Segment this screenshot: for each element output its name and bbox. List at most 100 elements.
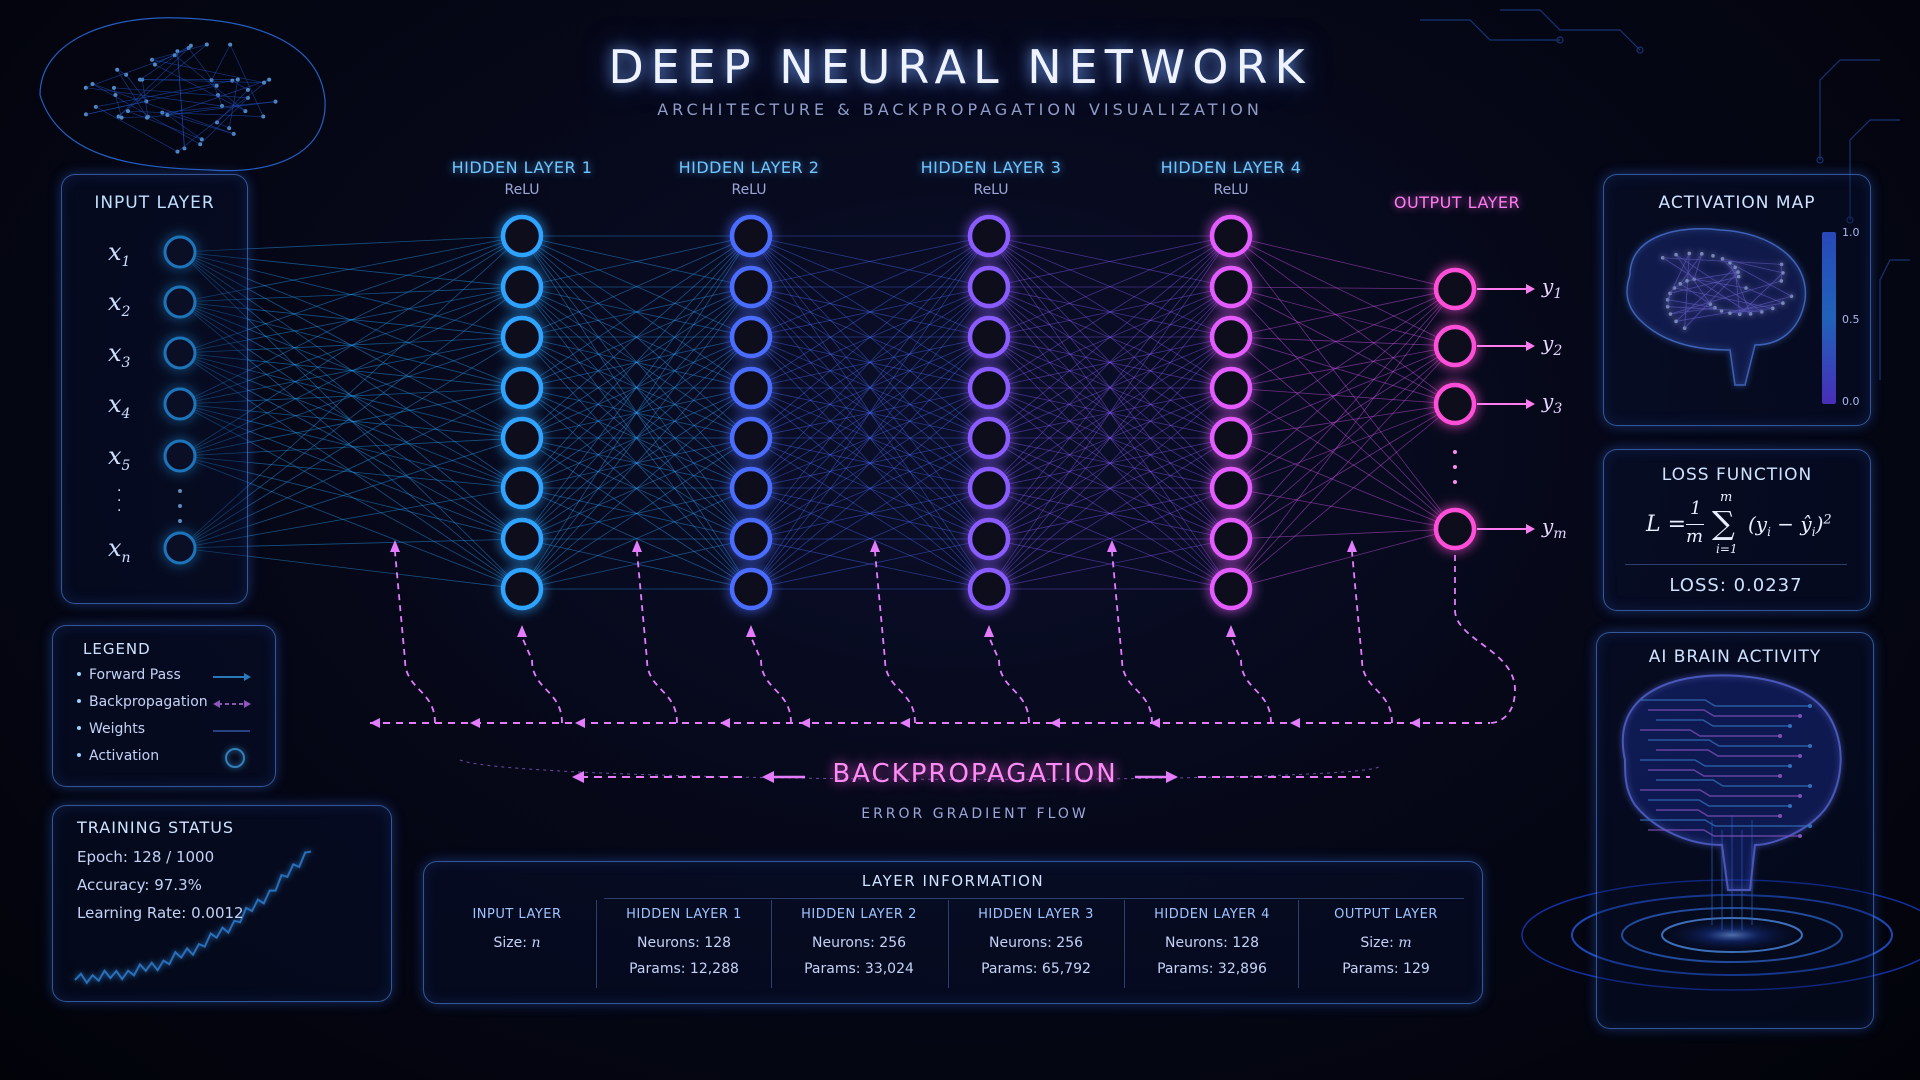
hidden2-neuron — [729, 366, 773, 410]
output-variable: y3 — [1542, 389, 1562, 417]
formula-term-sub: i — [1767, 525, 1771, 539]
weight-edge — [179, 301, 523, 489]
formula-term-sub2: i — [1811, 525, 1816, 539]
weight-edge — [521, 336, 752, 590]
weight-edge — [179, 336, 523, 405]
hidden-layer-1-activation: ReLU — [504, 182, 540, 198]
backprop-main-arrowhead — [370, 718, 380, 728]
backprop-label: BACKPROPAGATION — [832, 759, 1118, 789]
variable-subscript: 2 — [121, 303, 131, 320]
weight-edge — [750, 235, 990, 288]
weight-edge — [179, 251, 523, 389]
variable-base: x — [108, 534, 122, 562]
hidden3-neuron — [967, 214, 1011, 258]
layer-info-line2: Params: 129 — [1342, 961, 1430, 977]
hidden2-neuron — [729, 315, 773, 359]
backprop-lower-arc — [459, 759, 1381, 780]
weight-edge — [521, 235, 752, 338]
weight-edge — [988, 336, 1232, 489]
formula-sum-bottom: i=1 — [1716, 542, 1738, 556]
weight-edge — [521, 235, 752, 590]
hidden4-neuron — [1209, 265, 1253, 309]
weight-edge — [750, 286, 990, 439]
weight-edge — [750, 286, 990, 540]
weight-edge — [179, 403, 523, 489]
hidden2-neuron — [729, 214, 773, 258]
weight-edge — [521, 235, 752, 439]
backprop-riser-arrowhead — [1226, 625, 1236, 637]
weight-edge — [179, 437, 523, 457]
weight-edge — [988, 437, 1232, 590]
weight-edge — [750, 387, 990, 489]
input-layer-title: INPUT LAYER — [94, 193, 215, 213]
backprop-chevron — [1410, 718, 1420, 728]
variable-base: y — [1542, 274, 1554, 298]
weight-edge — [521, 235, 752, 489]
backprop-right-arrow-head — [1166, 771, 1178, 783]
layer-info-line2: Params: 33,024 — [804, 961, 914, 977]
weight-edge — [988, 286, 1232, 540]
weight-edge — [179, 352, 523, 439]
weight-edge — [1230, 345, 1456, 489]
backprop-chevron — [470, 718, 480, 728]
formula-lhs: L = — [1646, 512, 1687, 537]
weight-edge — [1230, 437, 1456, 530]
activation-map-title: ACTIVATION MAP — [1658, 193, 1816, 213]
ellipsis-dot — [178, 489, 182, 493]
weight-edge — [179, 336, 523, 549]
hidden4-neuron — [1209, 214, 1253, 258]
input-variable: x5 — [108, 442, 130, 474]
backprop-chevron — [1290, 718, 1300, 728]
weight-edge — [988, 387, 1232, 540]
layer-info-line1: Neurons: 128 — [636, 935, 732, 951]
backprop-chevron — [1150, 718, 1160, 728]
weight-edge — [179, 251, 523, 590]
weight-edge — [750, 286, 990, 338]
layer-info-header: HIDDEN LAYER 2 — [801, 907, 917, 922]
weight-edge — [521, 286, 752, 489]
weight-edge — [750, 336, 990, 439]
input-variable: x4 — [108, 390, 130, 422]
formula-term-end: ) — [1815, 512, 1824, 536]
weight-edge — [521, 437, 752, 590]
weight-edge — [750, 235, 990, 439]
brain-activity-panel: AI BRAIN ACTIVITY — [1596, 632, 1874, 1029]
hidden3-neuron — [967, 517, 1011, 561]
ellipsis-dot — [1453, 450, 1457, 454]
variable-subscript: 1 — [1553, 286, 1563, 302]
weight-edge — [750, 387, 990, 489]
hidden-layer-2-title: HIDDEN LAYER 2 ReLU — [649, 157, 849, 201]
weight-edge — [988, 235, 1232, 338]
weight-edge — [521, 437, 752, 489]
output-arrowhead — [1526, 284, 1535, 294]
output-neuron — [1433, 507, 1477, 551]
weight-edge — [521, 286, 752, 590]
formula-term-open: (y — [1748, 512, 1768, 536]
variable-subscript: 5 — [121, 457, 131, 474]
variable-base: y — [1542, 389, 1554, 413]
weight-edge — [988, 437, 1232, 590]
legend-icons — [213, 673, 251, 768]
weight-edge — [521, 437, 752, 590]
weight-edge — [750, 387, 990, 590]
backprop-riser — [750, 636, 792, 724]
weight-edge — [179, 286, 523, 303]
weight-edge — [988, 336, 1232, 439]
weight-edge — [750, 235, 990, 590]
weight-edge — [750, 336, 990, 489]
weight-edge — [179, 437, 523, 549]
weight-edge — [750, 336, 990, 439]
weight-edge — [1230, 288, 1456, 439]
circle-icon — [225, 748, 245, 768]
input-layer-panel: INPUT LAYER — [61, 174, 248, 604]
learning-rate-text: Learning Rate: 0.0012 — [77, 904, 244, 922]
weight-edge — [988, 336, 1232, 439]
layer-info-divider — [771, 900, 772, 988]
weight-edge — [988, 235, 1232, 439]
weight-edge — [750, 286, 990, 489]
weight-edge — [179, 403, 523, 540]
layer-info-header: HIDDEN LAYER 3 — [978, 907, 1094, 922]
layer-info-header: HIDDEN LAYER 1 — [626, 907, 742, 922]
input-neuron — [163, 285, 197, 319]
